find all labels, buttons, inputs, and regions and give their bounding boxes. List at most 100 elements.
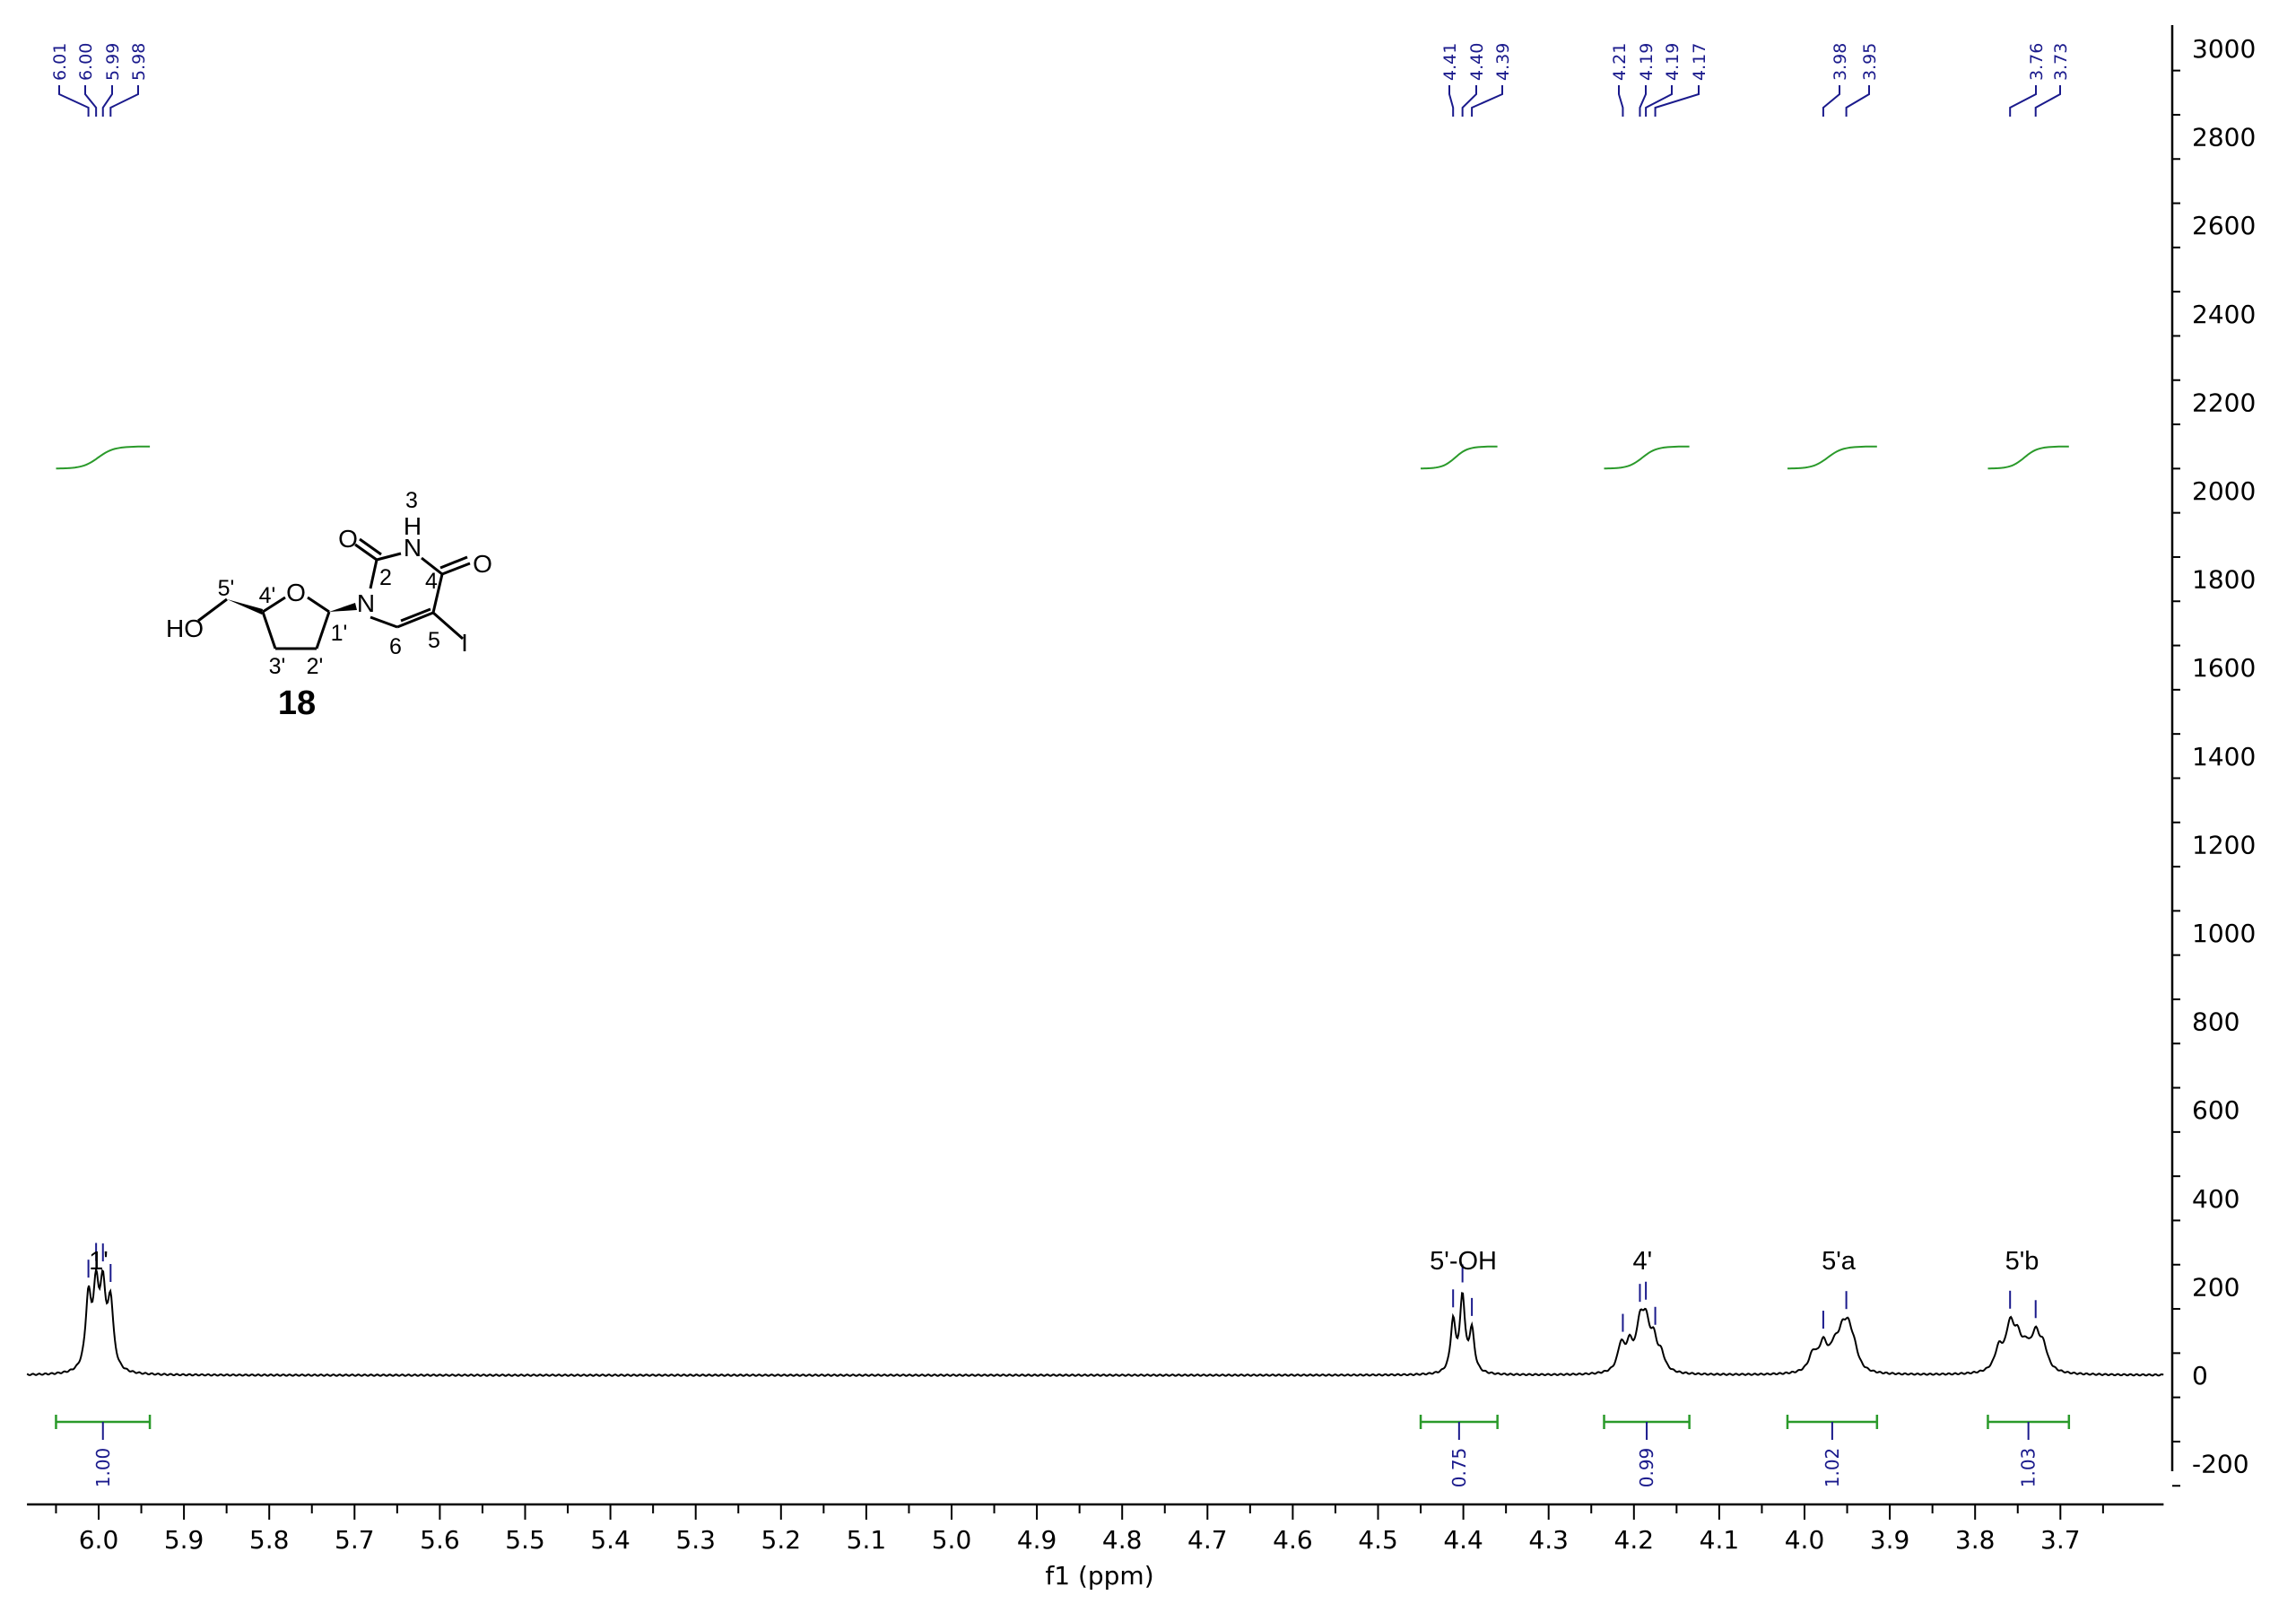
svg-text:5: 5: [428, 628, 440, 653]
svg-text:2': 2': [307, 654, 324, 679]
integral-value: 0.75: [1448, 1448, 1470, 1488]
spectrum: [26, 1268, 2164, 1377]
x-tick-label: 5.3: [675, 1525, 716, 1555]
peak-assignment-label: 5'a: [1822, 1247, 1857, 1276]
bond: [421, 556, 443, 576]
peak-shift-label: 3.73: [2051, 43, 2071, 81]
peak-label-connector: [101, 85, 113, 117]
peak-assignment-label: 1': [89, 1247, 109, 1276]
svg-text:2: 2: [379, 565, 392, 590]
integral-curve: [1987, 445, 2069, 470]
peak-assignment-label: 5'-OH: [1430, 1247, 1497, 1276]
bond: [262, 596, 286, 614]
bond: [431, 573, 444, 614]
svg-text:HO: HO: [166, 615, 204, 642]
x-tick-label: 3.7: [2040, 1525, 2081, 1555]
y-tick-label: 1400: [2192, 742, 2256, 771]
bond: [376, 552, 402, 562]
svg-text:H: H: [404, 512, 422, 540]
y-tick-label: 0: [2192, 1361, 2208, 1390]
peak-shift-label: 4.19: [1637, 43, 1657, 81]
y-tick-label: 1800: [2192, 565, 2256, 595]
peak-label-connector: [1639, 85, 1647, 117]
svg-text:O: O: [338, 525, 358, 553]
peak-shift-label: 3.76: [2027, 43, 2047, 81]
peak-shift-label: 3.95: [1860, 43, 1880, 81]
peak-shift-label: 4.41: [1440, 43, 1460, 81]
bond: [315, 611, 331, 649]
bond: [359, 537, 382, 556]
x-tick-label: 5.9: [164, 1525, 204, 1555]
peak-label-connector: [1618, 85, 1624, 117]
bond: [439, 555, 468, 570]
x-tick-label: 4.7: [1187, 1525, 1228, 1555]
bond: [441, 562, 471, 576]
y-tick-label: 2600: [2192, 211, 2256, 240]
y-tick-label: 200: [2192, 1272, 2239, 1302]
peak-assignment-label: 5'b: [2005, 1247, 2039, 1276]
x-tick-label: 5.5: [505, 1525, 545, 1555]
y-tick-label: 2800: [2192, 123, 2256, 153]
peak-label-connector: [1471, 85, 1503, 117]
peak-label-connector: [1461, 85, 1477, 117]
x-tick-label: 6.0: [79, 1525, 119, 1555]
x-tick-label: 5.8: [249, 1525, 290, 1555]
bond: [370, 615, 398, 629]
bond: [197, 597, 228, 623]
x-tick-label: 4.0: [1785, 1525, 1825, 1555]
peak-shift-label: 5.98: [129, 43, 149, 81]
svg-text:O: O: [473, 550, 492, 578]
x-tick-label: 4.9: [1017, 1525, 1057, 1555]
wedge-bond: [329, 603, 357, 612]
svg-text:4': 4': [259, 583, 276, 608]
peak-shift-label: 4.21: [1610, 43, 1630, 81]
peak-label-connector: [1645, 85, 1673, 117]
y-tick-label: 400: [2192, 1184, 2239, 1214]
x-tick-label: 4.8: [1102, 1525, 1143, 1555]
peak-shift-label: 4.39: [1493, 43, 1513, 81]
x-tick-label: 4.2: [1614, 1525, 1655, 1555]
svg-text:6: 6: [389, 634, 402, 659]
bond: [432, 611, 464, 641]
spectrum-line: [26, 1268, 2164, 1377]
x-axis-title: f1 (ppm): [1045, 1561, 1153, 1591]
peak-label-connector: [109, 85, 139, 117]
chemical-structure: [197, 537, 471, 650]
integral-curve: [56, 445, 151, 470]
y-tick-label: 1200: [2192, 830, 2256, 859]
x-tick-label: 5.2: [761, 1525, 802, 1555]
integral-curve: [1604, 445, 1690, 470]
x-tick-label: 4.4: [1443, 1525, 1483, 1555]
x-tick-label: 5.1: [847, 1525, 887, 1555]
integral-curve: [1787, 445, 1877, 470]
structure-labels: O N H 3 O N I O HO 2 4 5 6 1' 2' 3' 4' 5…: [166, 488, 492, 722]
bond: [261, 611, 277, 649]
x-tick-label: 4.5: [1358, 1525, 1398, 1555]
y-tick-label: 2400: [2192, 300, 2256, 329]
peak-label-connector: [2009, 85, 2037, 117]
svg-text:I: I: [461, 629, 468, 657]
y-tick-label: 1600: [2192, 653, 2256, 683]
peak-shift-label: 4.40: [1467, 43, 1487, 81]
integral-value: 1.02: [1822, 1448, 1843, 1488]
peak-label-connector: [1845, 85, 1870, 117]
peak-label-connector: [58, 85, 90, 117]
bond: [396, 611, 434, 629]
svg-text:5': 5': [218, 576, 235, 601]
x-tick-label: 5.6: [420, 1525, 460, 1555]
integral-curve: [1421, 445, 1498, 470]
peak-shift-label: 3.98: [1831, 43, 1850, 81]
bond: [307, 596, 330, 614]
x-tick-label: 4.6: [1273, 1525, 1313, 1555]
y-tick-label: 2200: [2192, 388, 2256, 417]
peak-label-connector: [2034, 85, 2061, 117]
x-tick-label: 4.3: [1528, 1525, 1569, 1555]
x-tick-label: 5.4: [590, 1525, 631, 1555]
x-tick-label: 4.1: [1700, 1525, 1740, 1555]
peak-shift-label: 6.01: [50, 43, 70, 81]
svg-text:N: N: [404, 534, 422, 562]
y-tick-label: 600: [2192, 1095, 2239, 1125]
